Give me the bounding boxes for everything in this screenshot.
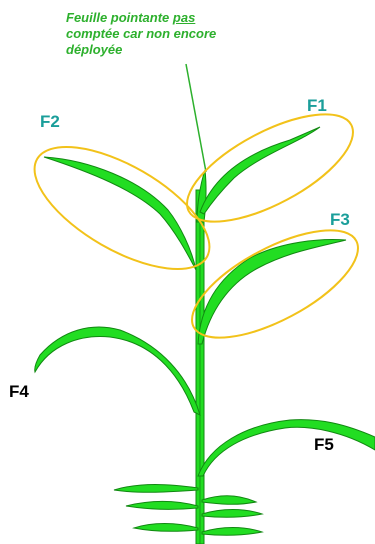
annotation-underlined-word: pas	[172, 10, 196, 25]
ellipse-f3	[191, 229, 359, 339]
lower-leaf-right-2	[201, 509, 264, 518]
label-f2: F2	[40, 112, 60, 131]
annotation-text: Feuille pointante pas comptée car non en…	[66, 10, 316, 58]
annotation-line-1: Feuille pointante pas	[66, 10, 316, 26]
leaf-f1	[199, 126, 321, 215]
annotation-line-1-prefix: Feuille pointante	[66, 10, 173, 25]
label-f1: F1	[307, 96, 327, 115]
ellipse-f2	[33, 145, 211, 271]
annotation-pointer-line	[185, 63, 207, 173]
lower-leaf-left-2	[125, 501, 199, 510]
annotation-line-3: déployée	[66, 42, 123, 57]
lower-leaf-right-3	[201, 527, 264, 536]
lower-leaf-left-3	[132, 523, 199, 532]
label-f3: F3	[330, 210, 350, 229]
leaf-f3	[197, 239, 347, 345]
ellipse-f1	[186, 113, 354, 223]
leaf-f5	[197, 419, 375, 477]
lower-leaf-right-1	[201, 495, 258, 505]
leaf-f2	[43, 156, 197, 271]
label-f5: F5	[314, 435, 334, 454]
label-f4: F4	[9, 382, 29, 401]
lower-leaf-left-1	[113, 484, 199, 493]
leaf-f4	[34, 326, 201, 416]
annotation-line-2: comptée car non encore	[66, 26, 217, 41]
